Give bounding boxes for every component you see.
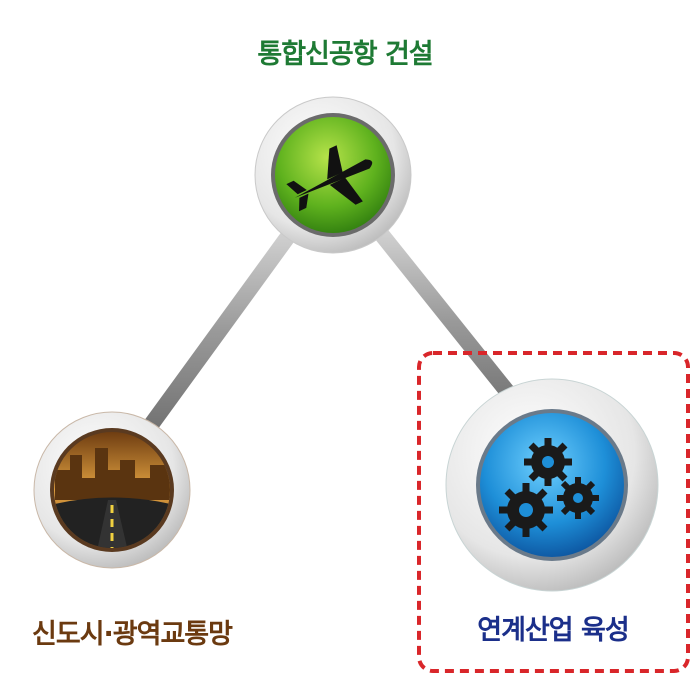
node-airport [254,96,412,254]
node-city [33,411,191,569]
airplane-icon [286,145,373,212]
label-airport: 통합신공항 건설 [257,39,433,70]
label-city-transport: 신도시·광역교통망 [32,619,233,650]
label-industry: 연계산업 육성 [477,615,629,646]
highlight-box [417,351,690,673]
node-industry [445,378,659,592]
gears-icon [499,438,599,537]
